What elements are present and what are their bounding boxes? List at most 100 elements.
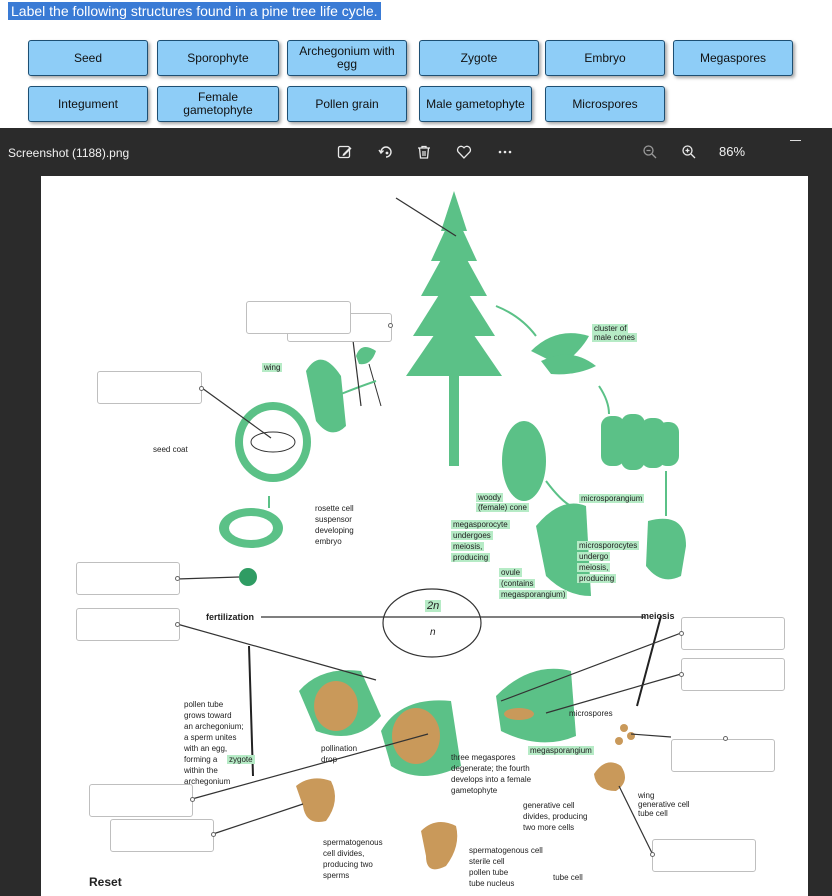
chip-archegonium-with-egg[interactable]: Archegonium with egg xyxy=(287,40,407,76)
ovule-with-archegonia xyxy=(299,670,381,736)
label-meiosis: meiosis xyxy=(641,611,675,621)
box-connector-dot xyxy=(650,852,655,857)
label-s-4: tube nucleus xyxy=(469,879,515,888)
label-three-2: degenerate; the fourth xyxy=(451,764,530,773)
label-sp-2: cell divides, xyxy=(323,849,365,858)
cycle-arrows xyxy=(268,305,667,516)
label-mega-1: megasporocyte xyxy=(451,520,510,529)
reset-button[interactable]: Reset xyxy=(89,875,122,889)
pollen-grain-tube xyxy=(421,822,458,870)
label-generative-cell: generative cell xyxy=(638,800,690,809)
box-connector-dot xyxy=(388,323,393,328)
chip-pollen-grain[interactable]: Pollen grain xyxy=(287,86,407,122)
label-pt-6b-zygote: zygote xyxy=(227,755,255,764)
label-s-1: spermatogenous cell xyxy=(469,846,543,855)
label-sp-4: sperms xyxy=(323,871,350,880)
meiosis-arrow xyxy=(636,615,662,707)
drop-box-meiosis-lower[interactable] xyxy=(681,658,785,691)
chip-microspores[interactable]: Microspores xyxy=(545,86,665,122)
label-pt-4: a sperm unites xyxy=(184,733,237,742)
microsporangium-scale xyxy=(646,518,686,580)
label-pt-5: with an egg, xyxy=(184,744,228,753)
pollen-grain-winged xyxy=(594,762,625,791)
label-n: n xyxy=(430,627,436,638)
drop-box-pollen[interactable] xyxy=(652,839,756,872)
chip-sporophyte[interactable]: Sporophyte xyxy=(157,40,279,76)
chip-integument[interactable]: Integument xyxy=(28,86,148,122)
viewer-filename: Screenshot (1188).png xyxy=(8,146,130,160)
label-woody-2: (female) cone xyxy=(476,503,529,512)
male-cone-cluster xyxy=(531,333,596,375)
drop-box-seedling[interactable] xyxy=(246,301,351,334)
drop-box-fertilization[interactable] xyxy=(76,608,180,641)
leader-lines xyxy=(176,323,682,854)
label-pt-2: grows toward xyxy=(184,711,232,720)
drop-box-zygote[interactable] xyxy=(89,784,193,817)
label-megasporangium: megasporangium xyxy=(528,746,594,755)
drop-box-embryo[interactable] xyxy=(76,562,180,595)
ovule-scale xyxy=(536,503,591,596)
chip-female-gametophyte[interactable]: Female gametophyte xyxy=(157,86,279,122)
life-cycle-drawing xyxy=(176,191,686,870)
chip-embryo[interactable]: Embryo xyxy=(545,40,665,76)
box-connector-dot xyxy=(679,672,684,677)
zoom-level: 86% xyxy=(719,144,746,159)
label-wing: wing xyxy=(262,363,283,372)
label-2n: 2n xyxy=(425,600,442,612)
label-ovule-2: (contains xyxy=(499,579,536,588)
label-s-5: tube cell xyxy=(553,873,583,882)
image-viewer: Screenshot (1188).png 86% xyxy=(0,128,832,896)
box-connector-dot xyxy=(723,736,728,741)
trash-icon[interactable] xyxy=(414,142,434,162)
zoom-in-icon[interactable] xyxy=(679,142,699,162)
ovule-megaspores xyxy=(496,668,576,743)
label-ovule-1: ovule xyxy=(499,568,523,577)
edit-icon[interactable] xyxy=(335,142,355,162)
label-gd-1: generative cell xyxy=(523,801,575,810)
drop-box-sperm[interactable] xyxy=(110,819,214,852)
heart-icon[interactable] xyxy=(454,142,474,162)
label-developing: developing xyxy=(315,526,354,535)
microsporangium-cluster xyxy=(601,414,679,470)
label-wing-pollen: wing xyxy=(638,791,655,800)
label-gd-3: two more cells xyxy=(523,823,575,832)
viewer-toolbar: Screenshot (1188).png 86% xyxy=(0,128,832,176)
pine-tree-sporophyte xyxy=(406,191,502,466)
label-micro-1: microsporocytes xyxy=(577,541,640,550)
more-icon[interactable] xyxy=(495,142,515,162)
label-three-4: gametophyte xyxy=(451,786,498,795)
label-mega-2: undergoes xyxy=(451,531,493,540)
fertilization-arrow xyxy=(248,645,254,777)
label-sp-1: spermatogenous xyxy=(323,838,383,847)
label-s-3: pollen tube xyxy=(469,868,509,877)
label-pt-1: pollen tube xyxy=(184,700,224,709)
label-mega-4: producing xyxy=(451,553,491,562)
chip-zygote[interactable]: Zygote xyxy=(419,40,539,76)
chip-seed[interactable]: Seed xyxy=(28,40,148,76)
label-ovule-3: megasporangium) xyxy=(499,590,568,599)
zoom-out-icon[interactable] xyxy=(640,142,660,162)
box-connector-dot xyxy=(175,576,180,581)
label-pt-3: an archegonium; xyxy=(184,722,244,731)
label-poll-1: pollination xyxy=(321,744,358,753)
winged-seed xyxy=(306,359,346,433)
label-micro-4: producing xyxy=(577,574,617,583)
label-three-3: develops into a female xyxy=(451,775,532,784)
rotate-icon[interactable] xyxy=(376,142,396,162)
label-woody-1: woody xyxy=(476,493,504,502)
minimize-icon[interactable] xyxy=(790,140,801,141)
label-seed-coat: seed coat xyxy=(153,445,188,454)
drop-box-seed[interactable] xyxy=(97,371,202,404)
label-pt-7: within the xyxy=(184,766,218,775)
label-microsporangium: microsporangium xyxy=(579,494,645,503)
zygote-rosette xyxy=(239,568,257,586)
seed-section xyxy=(235,402,311,482)
drop-box-microspores[interactable] xyxy=(671,739,775,772)
drop-box-meiosis-upper[interactable] xyxy=(681,617,785,650)
chip-megaspores[interactable]: Megaspores xyxy=(673,40,793,76)
box-connector-dot xyxy=(211,832,216,837)
label-cluster-1: cluster of xyxy=(592,324,629,333)
chip-male-gametophyte[interactable]: Male gametophyte xyxy=(419,86,532,122)
label-microspores: microspores xyxy=(569,709,613,718)
label-mega-3: meiosis, xyxy=(451,542,485,551)
